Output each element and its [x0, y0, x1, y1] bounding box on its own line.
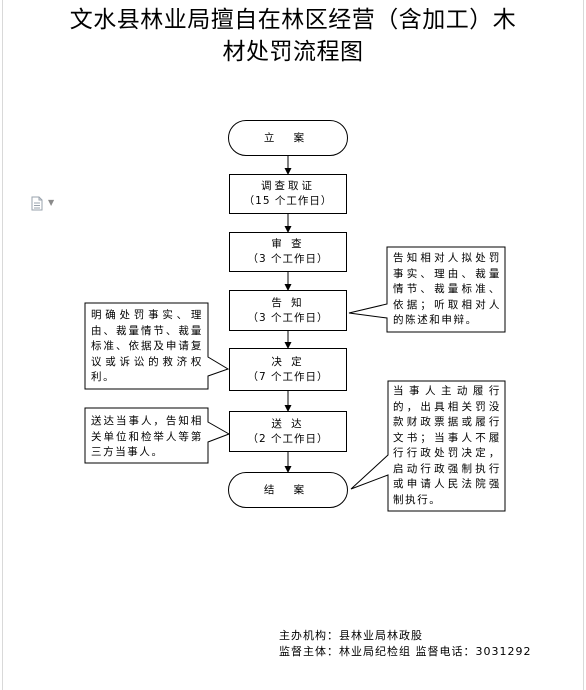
- document-icon[interactable]: [31, 196, 43, 211]
- flow-node-decide-days: （7 个工作日）: [247, 370, 329, 383]
- flow-node-deliver-label: 送 达: [271, 417, 305, 430]
- flow-node-review-days: （3 个工作日）: [247, 253, 329, 265]
- flow-node-notify: 告 知 （3 个工作日）: [229, 290, 347, 331]
- callout-notify-right-text: 告知相对人拟处罚事实、理由、裁量情节、裁量标准、依据；听取相对人的陈述和申辩。: [393, 252, 501, 326]
- flow-node-deliver-days: （2 个工作日）: [247, 432, 329, 445]
- flow-node-investigate-days: （15 个工作日）: [243, 195, 333, 207]
- flow-node-decide-label: 决 定: [271, 355, 305, 368]
- callout-decide-left-outline: [84, 302, 230, 390]
- callout-notify-right-outline: [348, 246, 506, 333]
- page-title-line-1: 文水县林业局擅自在林区经营（含加工）木: [69, 7, 517, 33]
- footer-supervisor: 监督主体：林业局纪检组 监督电话：3031292: [279, 645, 532, 658]
- page-title-line-2: 材处罚流程图: [222, 39, 364, 65]
- chevron-down-icon[interactable]: ▼: [48, 198, 55, 207]
- callout-decide-left-text: 明确处罚事实、理由、裁量情节、裁量标准、依据及申请复议或诉讼的救济权利。: [91, 309, 203, 383]
- footer-organizer: 主办机构：县林业局林政股: [279, 629, 423, 642]
- callout-deliver-left-outline: [84, 407, 231, 464]
- flow-node-investigate-label: 调查取证: [261, 180, 315, 192]
- flow-node-start: 立 案: [228, 120, 348, 156]
- flow-node-deliver: 送 达 （2 个工作日）: [229, 411, 347, 452]
- flow-node-review-label: 审 查: [271, 238, 305, 250]
- callout-end-right-outline: [350, 380, 506, 512]
- flow-node-decide: 决 定 （7 个工作日）: [229, 348, 347, 391]
- flow-node-notify-label: 告 知: [271, 296, 305, 309]
- flow-node-review: 审 查 （3 个工作日）: [229, 232, 347, 272]
- flow-node-notify-days: （3 个工作日）: [247, 311, 329, 324]
- callout-end-right-text: 当事人主动履行的，出具相关罚没款财政票据或履行文书；当事人不履行行政处罚决定，启…: [393, 385, 501, 506]
- flow-node-end: 结 案: [228, 472, 348, 508]
- flow-node-investigate: 调查取证 （15 个工作日）: [229, 174, 347, 214]
- callout-deliver-left-text: 送达当事人，告知相关单位和检举人等第三方当事人。: [91, 415, 203, 458]
